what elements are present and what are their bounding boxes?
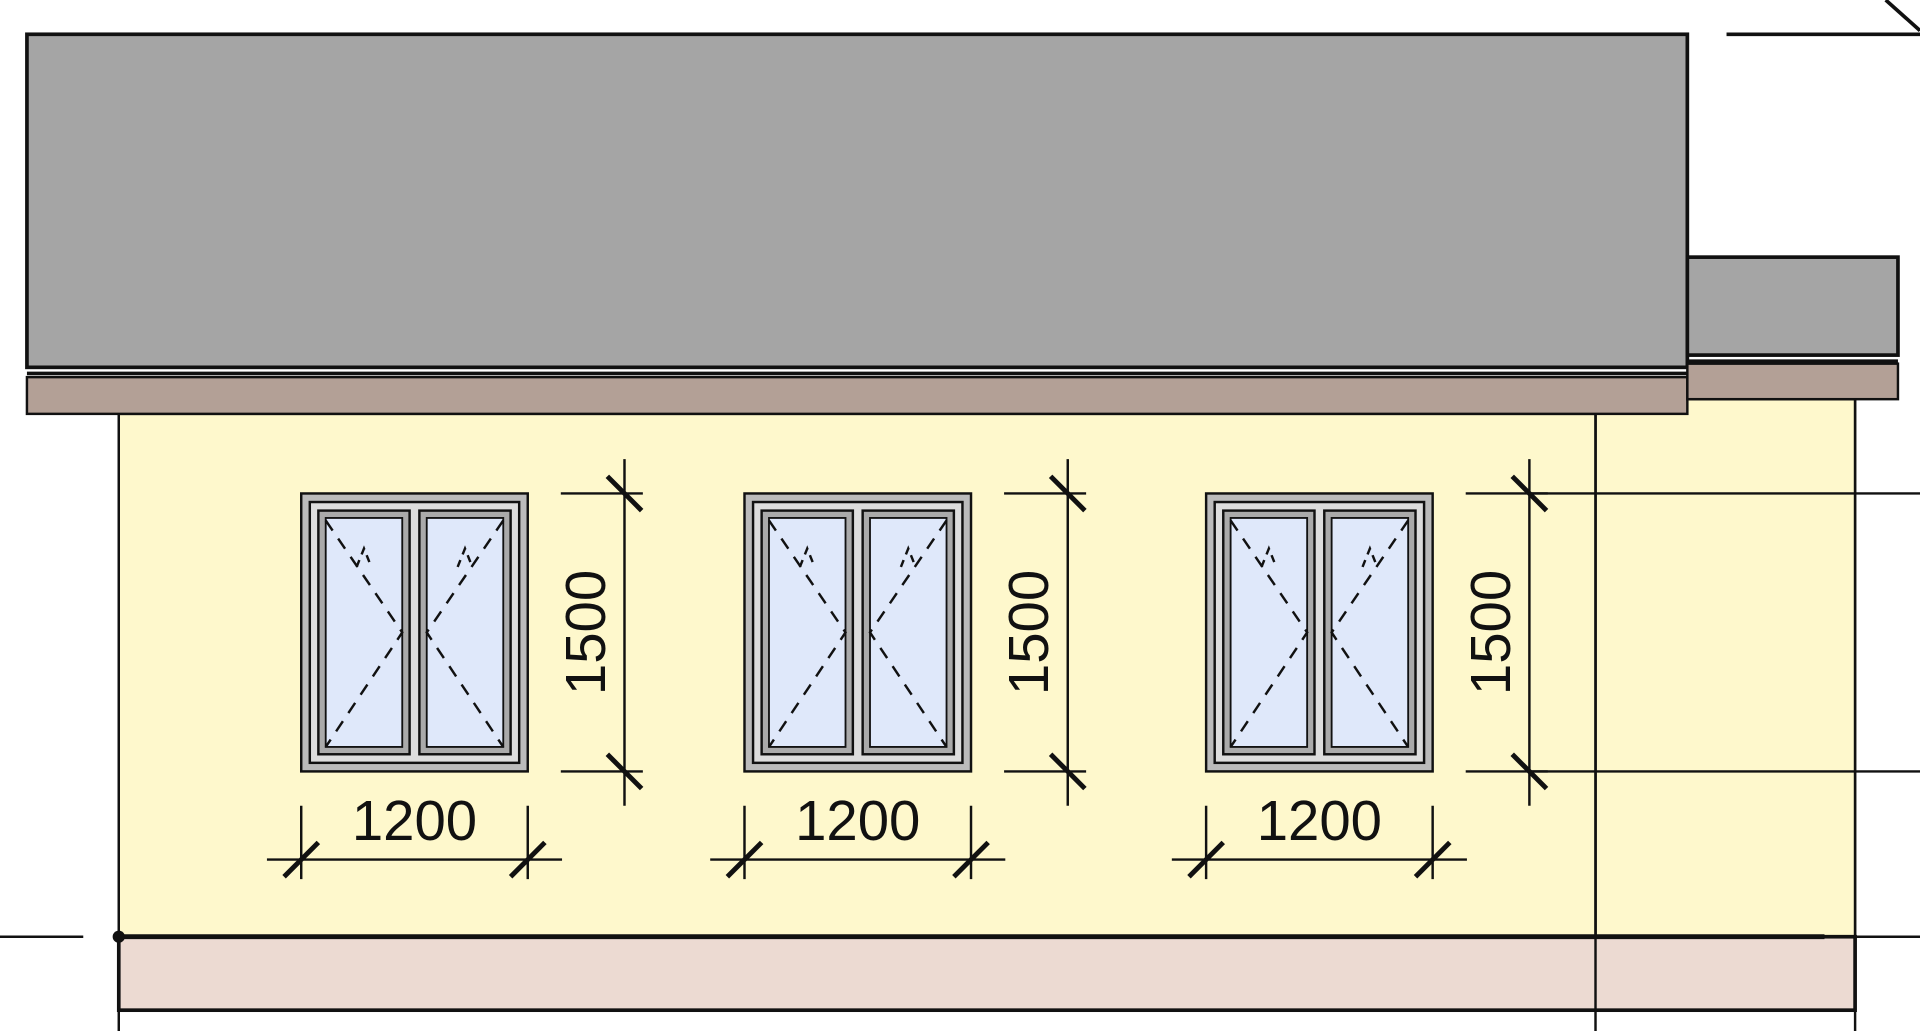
width-dimension-label: 1200: [352, 789, 477, 852]
window-opening-indicator: [1330, 519, 1410, 748]
window-glass: [768, 517, 847, 748]
dimension-tick: [1510, 752, 1549, 791]
dimension-tick: [1413, 840, 1452, 879]
window-opening-indicator: [324, 519, 404, 748]
side-wall: [1594, 397, 1857, 938]
dimension-tick: [1048, 474, 1087, 513]
width-dimension: [1171, 805, 1467, 880]
window-tilt-indicator: [899, 545, 917, 568]
window-tilt-indicator: [456, 545, 474, 568]
side-roof: [1685, 255, 1900, 357]
window-tilt-indicator: [1260, 545, 1278, 568]
dimension-tick: [605, 752, 644, 791]
width-dimension-label: 1200: [1257, 789, 1382, 852]
grid-node: [112, 930, 125, 943]
dimension-tick: [1187, 840, 1225, 879]
window-tilt-indicator: [798, 545, 816, 568]
window-glass: [1229, 517, 1309, 748]
window-glass: [869, 517, 948, 748]
windows-group: 1500 1200 1500 1200 1500 1200: [266, 459, 1549, 880]
width-dimension-label: 1200: [795, 789, 920, 852]
height-dimension: [560, 459, 644, 806]
plinth: [116, 934, 1857, 1013]
window-opening-indicator: [1229, 519, 1309, 748]
window-glass: [425, 517, 505, 748]
window-opening-indicator: [868, 519, 948, 748]
width-dimension: [266, 805, 563, 880]
main-roof: [25, 32, 1690, 370]
dimension-tick: [1510, 474, 1549, 513]
side-fascia: [1686, 362, 1900, 401]
window-opening-indicator: [767, 519, 847, 748]
window: [1204, 492, 1434, 773]
width-dimension: [710, 805, 1006, 880]
dimension-tick: [1048, 752, 1087, 791]
height-dimension: [1004, 459, 1087, 806]
window-glass: [324, 517, 404, 748]
height-dimension-label: 1500: [1459, 570, 1522, 695]
height-dimension: [1465, 459, 1549, 806]
dimension-tick: [282, 840, 321, 879]
dimension-tick: [952, 840, 990, 879]
dimension-tick: [605, 474, 644, 513]
main-fascia: [25, 375, 1689, 416]
window-tilt-indicator: [1361, 545, 1379, 568]
window-opening-indicator: [425, 519, 505, 748]
height-dimension-label: 1500: [554, 570, 617, 695]
dimension-tick: [725, 840, 764, 879]
height-dimension-label: 1500: [997, 570, 1060, 695]
window: [743, 492, 973, 773]
window: [300, 492, 529, 773]
window-tilt-indicator: [355, 545, 373, 568]
dimension-tick: [508, 840, 547, 879]
window-glass: [1330, 517, 1410, 748]
